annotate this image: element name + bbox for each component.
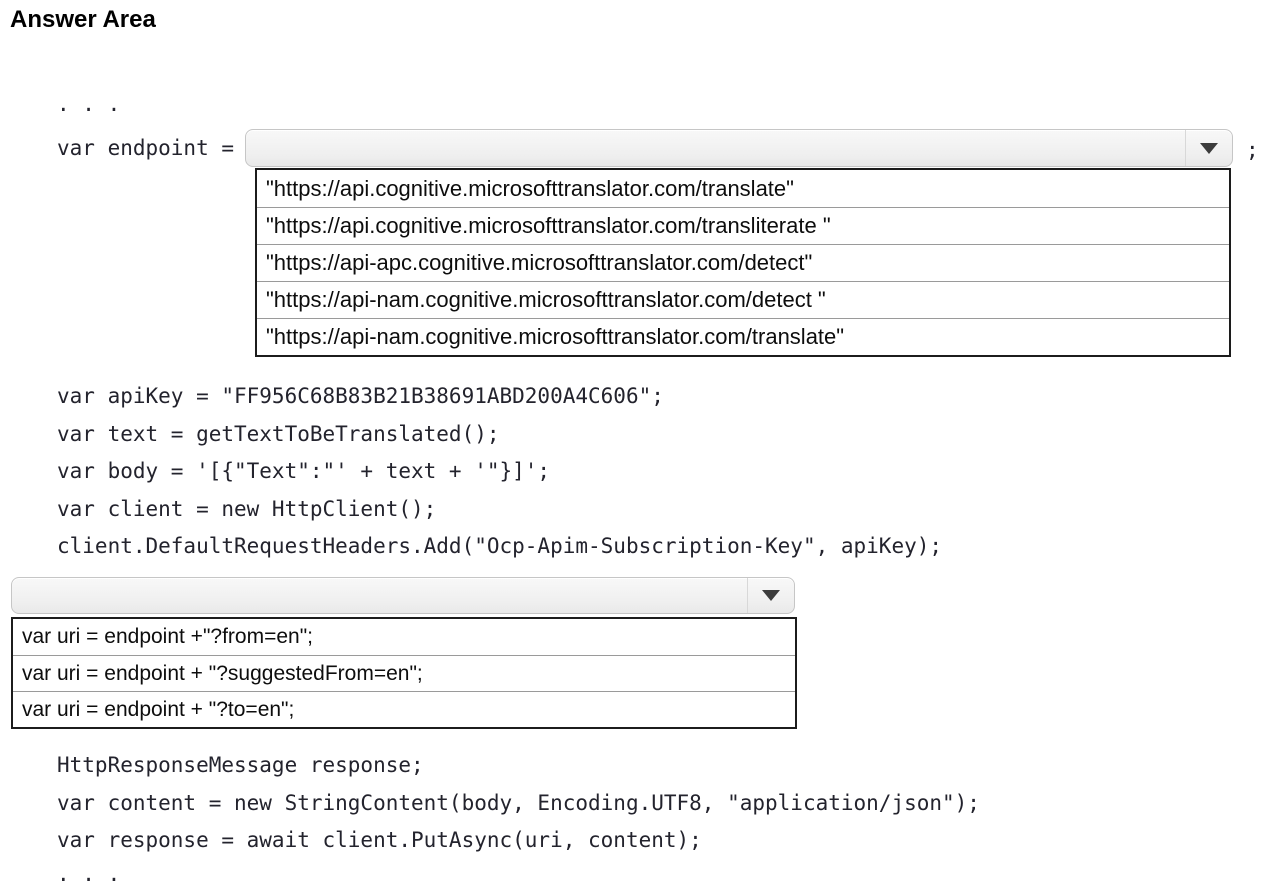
code-line: var text = getTextToBeTranslated(); <box>57 421 500 446</box>
endpoint-dropdown-arrow-button[interactable] <box>1185 130 1232 166</box>
dropdown-option[interactable]: var uri = endpoint + "?to=en"; <box>13 691 795 727</box>
code-block-middle: var apiKey = "FF956C68B83B21B38691ABD200… <box>57 378 942 566</box>
dropdown-option[interactable]: "https://api-nam.cognitive.microsofttran… <box>257 281 1229 318</box>
dropdown-option[interactable]: "https://api-apc.cognitive.microsofttran… <box>257 244 1229 281</box>
uri-dropdown-options: var uri = endpoint +"?from=en";var uri =… <box>11 617 797 729</box>
uri-dropdown[interactable] <box>11 577 795 614</box>
code-line: client.DefaultRequestHeaders.Add("Ocp-Ap… <box>57 534 943 558</box>
code-line: var apiKey = "FF956C68B83B21B38691ABD200… <box>57 384 664 408</box>
dropdown-option[interactable]: var uri = endpoint +"?from=en"; <box>13 619 795 655</box>
uri-dropdown-arrow-button[interactable] <box>747 578 794 613</box>
dropdown-option[interactable]: "https://api.cognitive.microsofttranslat… <box>257 207 1229 244</box>
dropdown-option[interactable]: "https://api-nam.cognitive.microsofttran… <box>257 318 1229 355</box>
answer-area-title: Answer Area <box>10 6 156 33</box>
code-block-bottom: HttpResponseMessage response; var content… <box>57 747 980 860</box>
endpoint-dropdown-options: "https://api.cognitive.microsofttranslat… <box>255 168 1231 357</box>
dropdown-option[interactable]: var uri = endpoint + "?suggestedFrom=en"… <box>13 655 795 691</box>
code-ellipsis-top: . . . <box>57 92 121 116</box>
code-line: var content = new StringContent(body, En… <box>57 790 980 815</box>
code-line: var body = '[{"Text":"' + text + '"}]'; <box>57 459 551 483</box>
code-line: var client = new HttpClient(); <box>57 496 437 521</box>
endpoint-dropdown[interactable] <box>245 129 1233 167</box>
code-endpoint-semicolon: ; <box>1246 138 1259 162</box>
code-endpoint-label: var endpoint = <box>57 136 247 160</box>
chevron-down-icon <box>762 590 780 601</box>
chevron-down-icon <box>1200 142 1218 154</box>
code-line: var response = await client.PutAsync(uri… <box>57 828 702 852</box>
dropdown-option[interactable]: "https://api.cognitive.microsofttranslat… <box>257 170 1229 207</box>
code-ellipsis-bottom: . . . <box>57 862 121 886</box>
code-line: HttpResponseMessage response; <box>57 753 424 777</box>
